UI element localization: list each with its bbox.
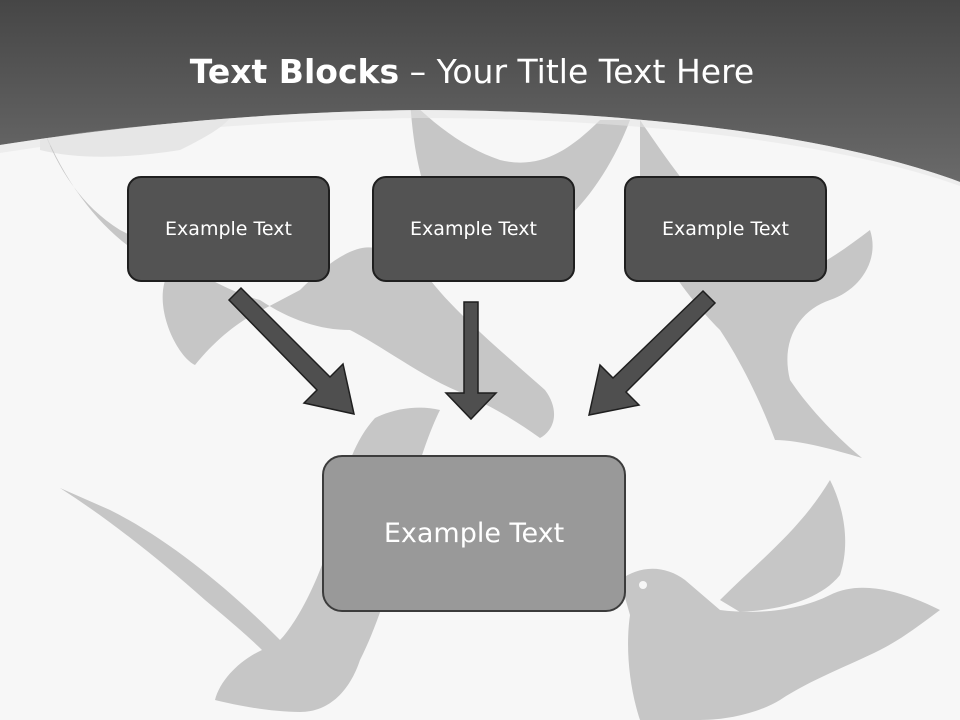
text-block-left[interactable]: Example Text	[127, 176, 330, 282]
text-block-bottom-label: Example Text	[383, 518, 565, 549]
text-block-middle[interactable]: Example Text	[372, 176, 575, 282]
dove-icon	[40, 120, 555, 438]
text-block-right-label: Example Text	[662, 218, 789, 240]
text-block-bottom[interactable]: Example Text	[322, 455, 626, 612]
dove-icon	[620, 568, 940, 720]
dove-eye-icon	[639, 581, 647, 589]
text-block-right[interactable]: Example Text	[624, 176, 827, 282]
title-dash: –	[409, 52, 427, 91]
slide-title: Text Blocks – Your Title Text Here	[0, 52, 944, 91]
text-block-middle-label: Example Text	[410, 218, 537, 240]
arrow-right	[588, 289, 717, 416]
header-band	[0, 0, 960, 182]
title-text: Your Title Text Here	[436, 52, 755, 91]
title-bold: Text Blocks	[189, 52, 400, 91]
dove-icon	[720, 480, 846, 612]
arrow-left	[227, 286, 355, 415]
text-block-left-label: Example Text	[165, 218, 292, 240]
arrow-middle	[444, 301, 498, 421]
